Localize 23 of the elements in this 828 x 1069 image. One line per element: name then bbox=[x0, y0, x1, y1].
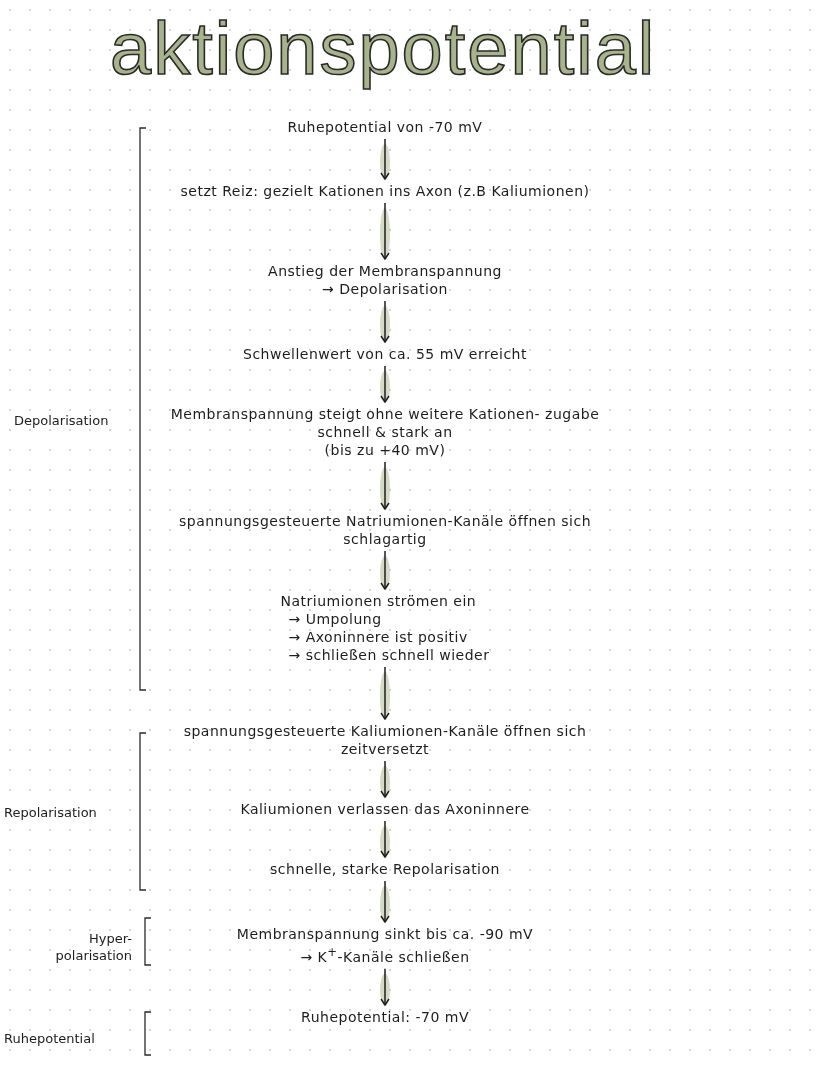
title: aktionspotential bbox=[110, 8, 657, 90]
step-text: Membranspannung sinkt bis ca. -90 mV bbox=[236, 925, 534, 943]
phase-label: Hyper- polarisation bbox=[54, 930, 132, 964]
step-text: Natriumionen strömen ein bbox=[280, 592, 477, 610]
phase-label: Ruhepotential bbox=[4, 1030, 96, 1047]
step-text: → Umpolung bbox=[287, 610, 382, 628]
step-text: Schwellenwert von ca. 55 mV erreicht bbox=[243, 345, 527, 363]
step-text: (bis zu +40 mV) bbox=[324, 441, 446, 459]
step-text: spannungsgesteuerte Kaliumionen-Kanäle öffnen sich zeitversetzt bbox=[182, 722, 588, 758]
step-text: → Depolarisation bbox=[322, 280, 448, 298]
step-text: spannungsgesteuerte Natriumionen-Kanäle öffnen sich schlagartig bbox=[177, 512, 593, 548]
step-text: → schließen schnell wieder bbox=[287, 646, 490, 664]
phase-label: Repolarisation bbox=[4, 804, 98, 821]
step-text: Kaliumionen verlassen das Axoninnere bbox=[240, 800, 530, 818]
step-text: Ruhepotential von -70 mV bbox=[287, 118, 483, 136]
step-text: → K$^{+}$-Kanäle schließen bbox=[300, 944, 470, 966]
step-text: setzt Reiz: gezielt Kationen ins Axon (z.B Kaliumionen) bbox=[180, 182, 590, 200]
step-text: Ruhepotential: -70 mV bbox=[301, 1008, 469, 1026]
step-text: → Axoninnere ist positiv bbox=[287, 628, 468, 646]
phase-label: Depolarisation bbox=[14, 412, 110, 429]
step-text: Anstieg der Membranspannung bbox=[268, 262, 502, 280]
step-text: Membranspannung steigt ohne weitere Kationen- zugabe schnell & stark an bbox=[169, 405, 601, 441]
step-text: schnelle, starke Repolarisation bbox=[270, 860, 500, 878]
